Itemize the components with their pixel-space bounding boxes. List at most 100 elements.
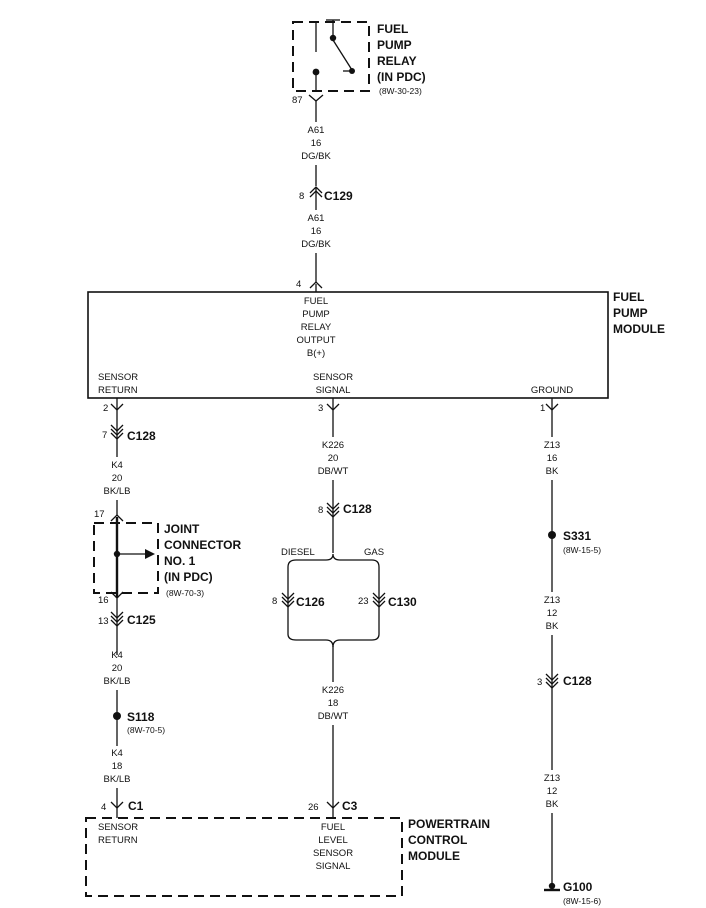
svg-text:FUEL: FUEL [321,822,345,833]
svg-text:20: 20 [112,473,123,484]
svg-text:16: 16 [311,226,322,237]
svg-text:C129: C129 [324,189,353,203]
svg-text:SENSOR: SENSOR [313,372,353,383]
svg-text:(8W-15-6): (8W-15-6) [563,896,601,906]
svg-text:20: 20 [112,663,123,674]
option-brace-top [287,553,380,568]
svg-text:DB/WT: DB/WT [318,711,349,722]
wire-a61-top-label: A61 16 DG/BK [301,125,331,162]
fpm-title-line2: PUMP [613,306,648,320]
joint-connector-dashed-box [93,522,159,594]
svg-text:SIGNAL: SIGNAL [316,861,351,872]
wire-z13-right-1-label: Z13 16 BK [544,440,560,477]
svg-text:K226: K226 [322,685,344,696]
svg-text:CONNECTOR: CONNECTOR [164,538,241,552]
svg-text:SIGNAL: SIGNAL [316,385,351,396]
relay-pin-87-label: 87 [292,95,303,106]
svg-text:C128: C128 [127,429,156,443]
wire-k4-left-1-label: K4 20 BK/LB [104,460,131,497]
pcm-fuel-level-label: FUEL LEVEL SENSOR SIGNAL [313,822,353,872]
connector-c3: 26 C3 [308,799,358,813]
middle-branch: 3 K226 20 DB/WT 8 C128 DIESEL GAS 8 C126 [272,398,417,818]
svg-text:18: 18 [328,698,339,709]
ground-g100: G100 (8W-15-6) [544,880,601,906]
svg-text:A61: A61 [308,213,325,224]
relay-dashed-box [292,21,370,92]
svg-text:DG/BK: DG/BK [301,239,331,250]
svg-text:PUMP: PUMP [302,309,329,320]
svg-text:C1: C1 [128,799,144,813]
fpm-box [87,291,609,399]
fpm-title-line1: FUEL [613,290,644,304]
joint-connector-no1: 17 16 JOINT CONNECTOR NO. 1 (IN PDC) (8W… [93,509,241,606]
powertrain-control-module: POWERTRAIN CONTROL MODULE SENSOR RETURN … [85,817,490,897]
connector-c128-left: 7 C128 [102,424,156,443]
wire-k226-middle-1-label: K226 20 DB/WT [318,440,349,477]
connector-c128-middle: 8 C128 [318,502,372,518]
svg-text:12: 12 [547,608,558,619]
connector-c1: 4 C1 [101,799,144,813]
svg-text:16: 16 [98,595,109,606]
relay-ref: (8W-30-23) [379,86,422,96]
fpm-pin-3-label: 3 [318,403,323,414]
svg-text:17: 17 [94,509,105,520]
svg-text:26: 26 [308,802,319,813]
svg-text:BK/LB: BK/LB [104,676,131,687]
relay-title-line2: PUMP [377,38,412,52]
svg-text:C126: C126 [296,595,325,609]
svg-text:8: 8 [299,191,304,202]
wire-z13-right-3-label: Z13 12 BK [544,773,560,810]
svg-text:G100: G100 [563,880,593,894]
fpm-pin-3-terminal [326,403,340,411]
svg-text:RETURN: RETURN [98,835,138,846]
relay-title-line4: (IN PDC) [377,70,426,84]
fuel-pump-relay: FUEL PUMP RELAY (IN PDC) (8W-30-23) [292,19,426,96]
svg-text:4: 4 [101,802,106,813]
joint-connector-arrow-icon [145,549,155,559]
svg-text:K226: K226 [322,440,344,451]
svg-text:C3: C3 [342,799,358,813]
svg-text:BK: BK [546,466,559,477]
svg-text:LEVEL: LEVEL [318,835,348,846]
connector-c129: 8 C129 [299,186,353,203]
svg-text:C125: C125 [127,613,156,627]
wire-a61-bottom-label: A61 16 DG/BK [301,213,331,250]
pcm-title-line3: MODULE [408,849,460,863]
svg-text:23: 23 [358,596,369,607]
connector-c128-right: 3 C128 [537,673,592,689]
svg-text:B(+): B(+) [307,348,325,359]
svg-text:RELAY: RELAY [301,322,332,333]
svg-text:16: 16 [311,138,322,149]
svg-text:BK/LB: BK/LB [104,774,131,785]
wire-k4-left-2-label: K4 20 BK/LB [104,650,131,687]
fpm-ground-label: GROUND [531,385,573,396]
svg-text:7: 7 [102,430,107,441]
svg-text:Z13: Z13 [544,773,560,784]
svg-text:20: 20 [328,453,339,464]
svg-text:8: 8 [272,596,277,607]
fpm-pin-2-label: 2 [103,403,108,414]
svg-text:(8W-15-5): (8W-15-5) [563,545,601,555]
svg-text:FUEL: FUEL [304,296,328,307]
svg-text:BK/LB: BK/LB [104,486,131,497]
relay-pin-87-terminal [308,94,324,102]
connector-c130: 23 C130 [358,592,417,609]
pcm-dashed-box [85,817,403,897]
svg-text:BK: BK [546,799,559,810]
fpm-title-line3: MODULE [613,322,665,336]
svg-text:(8W-70-3): (8W-70-3) [166,588,204,598]
wire-z13-right-2-label: Z13 12 BK [544,595,560,632]
svg-text:DB/WT: DB/WT [318,466,349,477]
fpm-pin-1-label: 1 [540,403,545,414]
svg-text:(IN PDC): (IN PDC) [164,570,213,584]
connector-c126: 8 C126 [272,592,325,609]
svg-text:16: 16 [547,453,558,464]
svg-text:BK: BK [546,621,559,632]
fuel-pump-module: FUEL PUMP MODULE FUEL PUMP RELAY OUTPUT … [87,290,665,399]
svg-text:S118: S118 [127,710,155,724]
svg-text:C130: C130 [388,595,417,609]
svg-text:3: 3 [537,677,542,688]
svg-text:RETURN: RETURN [98,385,138,396]
svg-text:DG/BK: DG/BK [301,151,331,162]
wire-k4-left-3-label: K4 18 BK/LB [104,748,131,785]
